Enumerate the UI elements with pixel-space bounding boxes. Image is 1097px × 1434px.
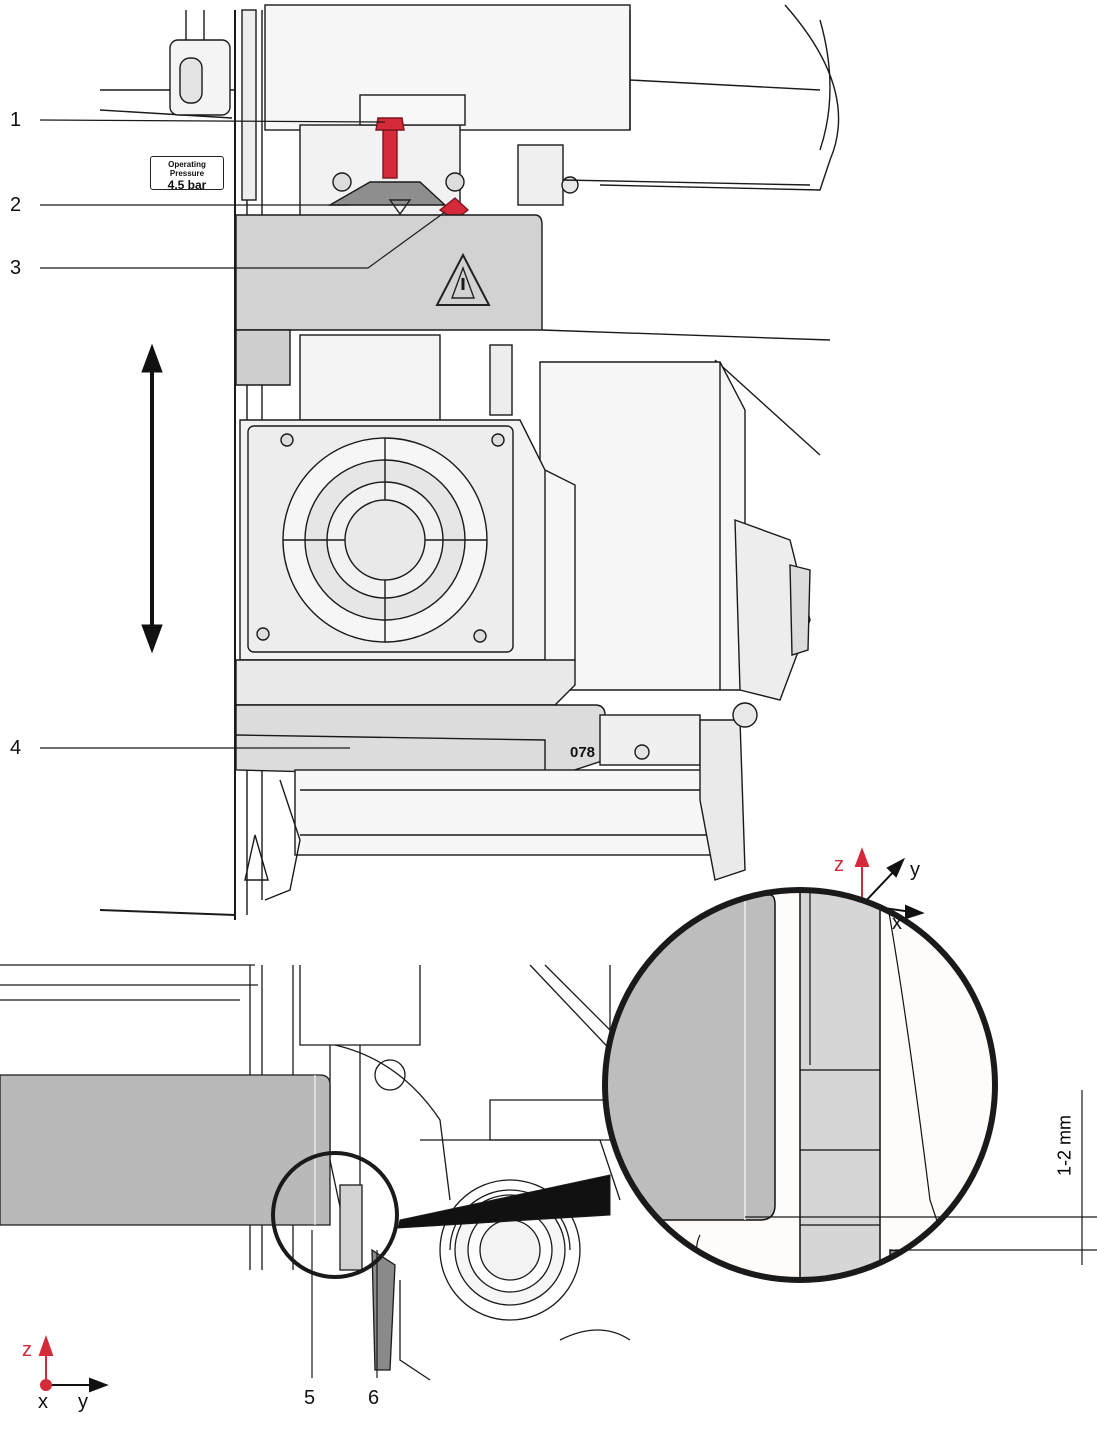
bottom-axis-z-label: z: [22, 1339, 32, 1361]
callout-6: 6: [368, 1387, 380, 1409]
top-axis-x-label: x: [892, 912, 902, 934]
gap-dimension-label: 1-2 mm: [1054, 1115, 1075, 1177]
bottom-illustration: [0, 964, 631, 1381]
bottom-leader-lines: [311, 1230, 378, 1378]
leader-line-1: [39, 119, 386, 123]
part-number-fragment: 078: [570, 744, 596, 761]
callout-4: 4: [10, 737, 22, 759]
gap-dimension-lines: [745, 1090, 1097, 1265]
plate-title: Operating Pressure: [168, 160, 206, 178]
top-illustration: [99, 4, 840, 920]
callout-1: 1: [10, 109, 22, 131]
motion-double-arrow: [141, 343, 163, 654]
operating-pressure-plate: Operating Pressure 4.5 bar: [150, 156, 224, 192]
magnified-detail: [271, 887, 998, 1283]
bottom-axis-y-label: y: [78, 1391, 88, 1413]
top-axis-y-label: y: [910, 859, 920, 881]
plate-value: 4.5 bar: [167, 178, 207, 192]
bottom-axis-x-label: x: [38, 1391, 48, 1413]
magnifier-connector: [397, 1174, 611, 1229]
bottom-coordinate-axes: [38, 1334, 109, 1393]
callout-3: 3: [10, 257, 22, 279]
top-axis-z-label: z: [834, 854, 844, 876]
callout-5: 5: [304, 1387, 316, 1409]
leader-line-3: [40, 211, 446, 269]
top-leader-lines: [39, 119, 446, 749]
callout-2: 2: [10, 194, 22, 216]
